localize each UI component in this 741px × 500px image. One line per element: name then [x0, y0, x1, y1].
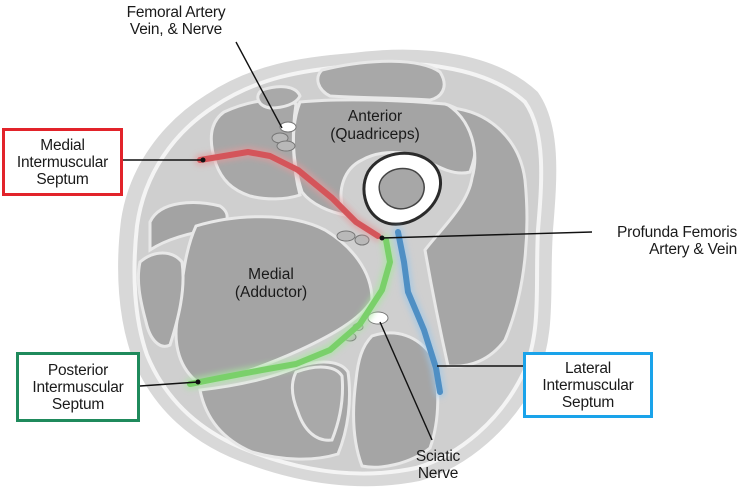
sciatic-label-line-1: Sciatic: [415, 448, 461, 465]
femoral-vessel-1: [279, 121, 297, 133]
medial-label-line-2: (Adductor): [234, 284, 308, 301]
femoral-label-line-2: Vein, & Nerve: [129, 21, 223, 38]
profunda-label-line-2: Artery & Vein: [649, 241, 737, 258]
posterior-septum-leader-line: [139, 381, 199, 387]
femoral-vessel-3: [276, 140, 296, 152]
posterior-septum-line: [187, 237, 393, 387]
anterior-label-line-1: Anterior: [347, 108, 403, 125]
medial-septum-box-line-1: Medial: [40, 136, 85, 154]
posterior-septum-box: Posterior Intermuscular Septum: [16, 352, 140, 422]
profunda-label: Profunda Femoris Artery & Vein: [592, 224, 737, 258]
profunda-vessel-1: [336, 230, 356, 242]
profunda-leader-line: [381, 231, 593, 239]
anterior-label-line-2: (Quadriceps): [330, 126, 420, 143]
lateral-septum-box: Lateral Intermuscular Septum: [523, 352, 653, 418]
sciatic-label: Sciatic Nerve: [405, 448, 471, 482]
medial-label-line-1: Medial: [248, 266, 294, 283]
medial-compartment-label: Medial (Adductor): [216, 266, 326, 302]
gracilis-muscle: [136, 251, 185, 348]
anterior-compartment-label: Anterior (Quadriceps): [315, 108, 435, 144]
lateral-septum-line: [395, 229, 443, 395]
lateral-septum-box-line-1: Lateral: [565, 359, 611, 377]
profunda-label-line-1: Profunda Femoris: [617, 224, 737, 241]
medial-septum-line: [197, 149, 381, 239]
femur-marrow-cavity: [378, 167, 425, 210]
medial-septum-box: Medial Intermuscular Septum: [2, 128, 123, 196]
lateral-septum-box-line-2: Intermuscular: [542, 376, 634, 394]
posterior-septum-box-line-1: Posterior: [47, 361, 109, 379]
medial-septum-box-line-2: Intermuscular: [16, 153, 109, 171]
femoral-label: Femoral Artery Vein, & Nerve: [106, 4, 246, 38]
lateral-septum-box-line-3: Septum: [561, 393, 615, 411]
sciatic-leader-line: [379, 321, 433, 441]
femoral-leader-line: [235, 41, 283, 129]
sciatic-label-line-2: Nerve: [417, 465, 459, 482]
rectus-femoris-muscle: [316, 59, 446, 102]
posterior-septum-leader-dot: [195, 379, 201, 385]
posterior-septum-box-line-3: Septum: [51, 395, 105, 413]
semitendinosus-muscle: [290, 365, 344, 442]
medial-septum-box-line-3: Septum: [36, 170, 89, 188]
posterior-septum-box-line-2: Intermuscular: [32, 378, 124, 396]
femoral-label-line-1: Femoral Artery: [126, 4, 226, 21]
profunda-leader-dot: [379, 235, 385, 241]
profunda-vessel-2: [354, 234, 370, 246]
medial-septum-leader-dot: [200, 157, 206, 163]
